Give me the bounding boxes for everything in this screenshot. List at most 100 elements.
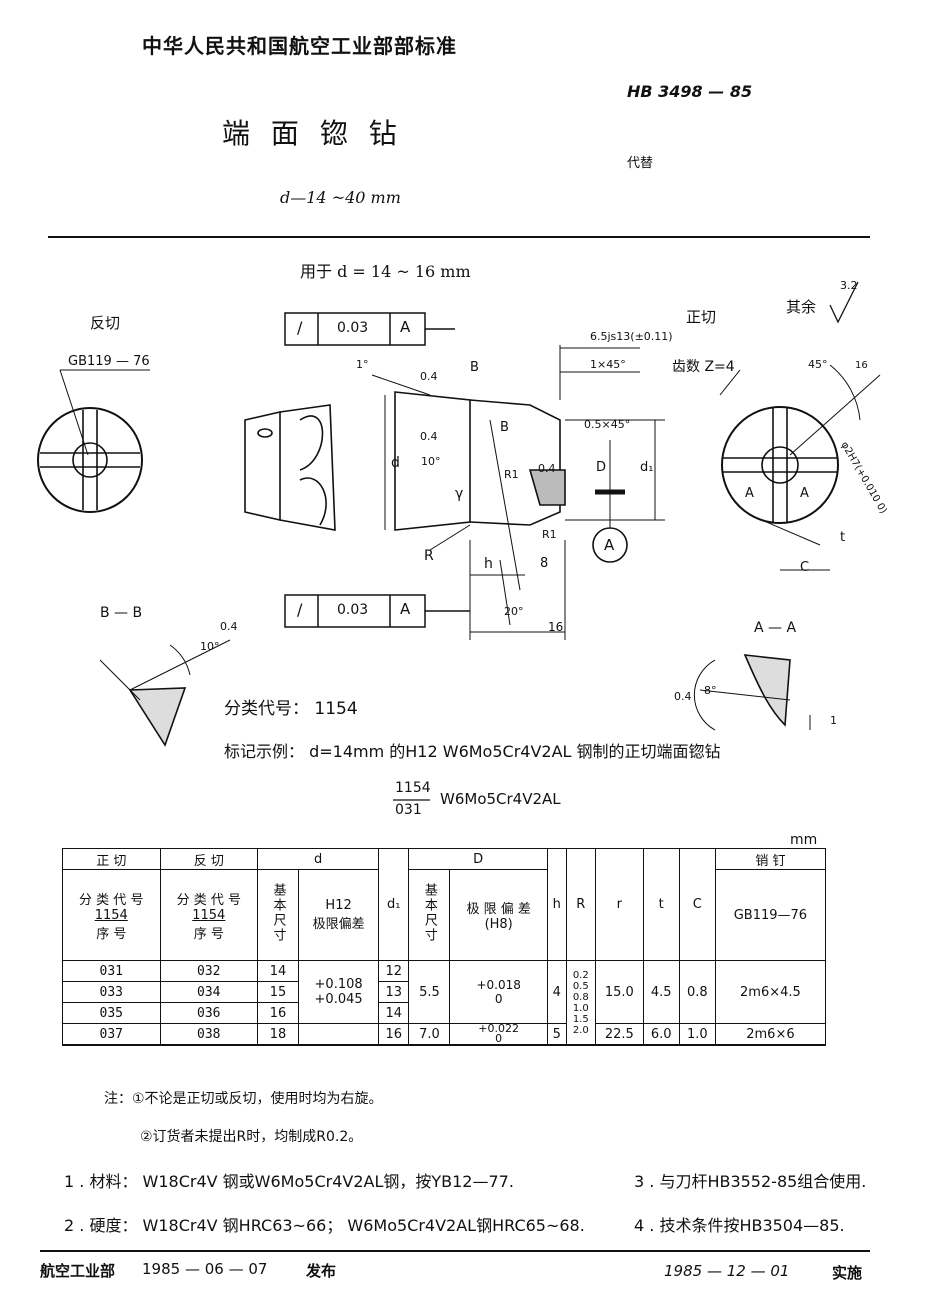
note-1: 注：①不论是正切或反切，使用时均为右旋。 — [104, 1091, 383, 1107]
th-cls-fan-label: 分 类 代 号 — [176, 892, 241, 908]
tolerance-value: 0.03 — [337, 320, 369, 336]
section-aa-1: 1 — [830, 714, 837, 727]
label-r1-b: R1 — [542, 528, 557, 541]
label-r1-a: R1 — [504, 468, 519, 481]
label-d1: d₁ — [640, 460, 654, 475]
section-aa-8deg: 8° — [704, 684, 717, 697]
label-b-top: B — [470, 360, 479, 375]
cell-seq1: 031 — [62, 960, 161, 982]
cell-d1: 12 — [378, 960, 410, 982]
cell-seq1: 033 — [62, 981, 161, 1003]
section-bb — [99, 639, 231, 747]
teeth-count-label: 齿数 Z=4 — [672, 359, 735, 375]
table-row: 035 036 16 14 — [62, 1002, 826, 1024]
dim-20deg: 20° — [504, 605, 524, 618]
cell-d: 18 — [257, 1023, 300, 1046]
dim-16-b: 16 — [855, 360, 868, 371]
left-end-view — [37, 369, 150, 513]
issuer: 航空工业部 — [40, 1262, 116, 1280]
dim-js13: 6.5js13(±0.11) — [590, 330, 673, 343]
cell-seq2: 038 — [159, 1023, 259, 1046]
section-bb-04: 0.4 — [220, 620, 238, 633]
cell-d1: 14 — [378, 1002, 410, 1024]
cell-D-dev-b: +0.022 0 — [449, 1023, 548, 1046]
tolerance-symbol: / — [297, 318, 303, 337]
th-d1: d₁ — [378, 848, 410, 961]
th-D-basic: 基本尺寸 — [408, 869, 451, 961]
cell-r-b: 22.5 — [594, 1023, 644, 1046]
cell-seq1: 037 — [62, 1023, 161, 1046]
th-c: C — [678, 848, 716, 961]
implement-label: 实施 — [832, 1264, 863, 1282]
header-rule — [48, 236, 870, 238]
cell-d: 16 — [257, 1002, 300, 1024]
cell-R-values: 0.2 0.5 0.8 1.0 1.5 2.0 — [565, 960, 596, 1046]
th-D-limit-text: 极 限 偏 差 — [466, 902, 531, 917]
th-d-limit-text: 极限偏差 — [312, 917, 365, 932]
cell-d-dev-empty — [298, 1023, 380, 1046]
cell-c-b: 1.0 — [678, 1023, 716, 1046]
dim-45deg: 45° — [808, 358, 828, 371]
cell-h-a: 4 — [546, 960, 567, 1024]
th-cls-fan-seq: 序 号 — [193, 926, 224, 942]
spec-table: 正 切 反 切 d d₁ D h R r t C 销 钉 分 类 代 号 115… — [62, 848, 827, 1046]
detail-circle-a: A — [604, 536, 615, 554]
dim-1x45: 1×45° — [590, 358, 626, 371]
isometric-view — [244, 404, 336, 531]
section-aa-04: 0.4 — [674, 690, 692, 703]
th-d: d — [257, 848, 380, 870]
dim-04-b: 0.4 — [420, 430, 438, 443]
th-cls-zheng-label: 分 类 代 号 — [79, 892, 144, 908]
pin-standard-label: GB119 — 76 — [68, 354, 150, 369]
cell-r-a: 15.0 — [594, 960, 644, 1024]
cell-c-a: 0.8 — [678, 960, 716, 1024]
th-h8-text: (H8) — [484, 917, 513, 932]
size-range: d—14 ~40 mm — [280, 188, 401, 207]
cell-seq1: 035 — [62, 1002, 161, 1024]
th-fan-cut: 反 切 — [159, 848, 259, 870]
main-section-view — [371, 345, 665, 640]
th-cls-zheng: 分 类 代 号 1154 序 号 — [62, 869, 161, 961]
label-d: d — [391, 455, 400, 471]
footnote-2-hardness: 2 . 硬度： W18Cr4V 钢HRC63~66； W6Mo5Cr4V2AL钢… — [64, 1216, 585, 1235]
label-a-2: A — [800, 486, 809, 501]
roughness-value: 3.2 — [840, 279, 858, 292]
section-bb-label: B — B — [100, 605, 143, 621]
effective-date: 1985 — 12 — 01 — [664, 1262, 790, 1280]
standard-org-title: 中华人民共和国航空工业部部标准 — [142, 34, 457, 58]
cell-pin-b: 2m6×6 — [714, 1023, 827, 1046]
cell-D-b: 7.0 — [408, 1023, 451, 1046]
cell-D-a: 5.5 — [408, 960, 451, 1024]
dim-04-a: 0.4 — [420, 370, 438, 383]
th-cls-zheng-seq: 序 号 — [96, 926, 127, 942]
label-r: R — [424, 548, 434, 564]
label-h: h — [484, 556, 493, 572]
marking-material: W6Mo5Cr4V2AL — [440, 790, 561, 808]
standard-number: HB 3498 — 85 — [627, 82, 753, 101]
classification-code: 分类代号： 1154 — [224, 699, 358, 719]
cell-d: 14 — [257, 960, 300, 982]
cell-seq2: 034 — [159, 981, 259, 1003]
th-R: R — [565, 848, 596, 961]
marking-example: 标记示例： d=14mm 的H12 W6Mo5Cr4V2AL 钢制的正切端面锪钻 — [224, 742, 721, 761]
cell-pin-a: 2m6×4.5 — [714, 960, 827, 1024]
section-aa-label: A — A — [754, 620, 797, 636]
th-t: t — [642, 848, 680, 961]
th-pin: 销 钉 — [714, 848, 827, 870]
cell-d1: 13 — [378, 981, 410, 1003]
th-D: D — [408, 848, 548, 870]
th-d-basic-text: 基本尺寸 — [270, 883, 286, 943]
left-cut-label: 反切 — [90, 314, 121, 332]
th-zheng-cut: 正 切 — [62, 848, 161, 870]
document-title: 端 面 锪 钻 — [222, 117, 403, 150]
label-t: t — [840, 530, 846, 545]
section-aa — [693, 654, 811, 731]
th-cls-fan-code: 1154 — [192, 907, 226, 923]
cell-d: 15 — [257, 981, 300, 1003]
cell-seq2: 036 — [159, 1002, 259, 1024]
cell-D-dev-a: +0.018 0 — [449, 960, 548, 1024]
marking-code-bottom: 031 — [395, 802, 422, 818]
th-cls-zheng-code: 1154 — [94, 907, 128, 923]
tolerance-datum: A — [400, 318, 411, 336]
